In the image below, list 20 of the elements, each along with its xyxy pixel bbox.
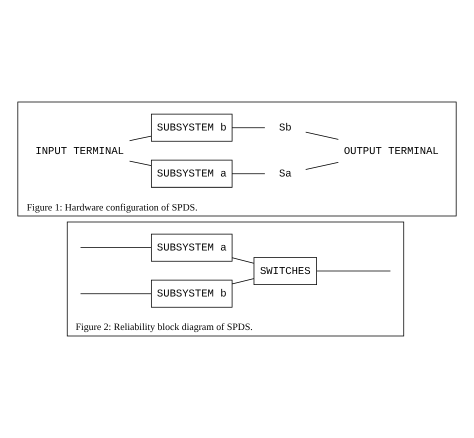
node-box: SUBSYSTEM b xyxy=(150,280,232,308)
node-text: Sa xyxy=(278,168,292,181)
node-box: SUBSYSTEM a xyxy=(150,160,232,188)
connector xyxy=(232,127,266,128)
connector xyxy=(129,136,152,142)
connector xyxy=(80,247,152,248)
connector xyxy=(129,160,152,166)
connector xyxy=(232,173,266,174)
node-box: SWITCHES xyxy=(254,257,317,286)
connector xyxy=(305,132,339,140)
node-text: INPUT TERMINAL xyxy=(35,146,124,158)
connector xyxy=(232,257,254,264)
node-text: Sb xyxy=(278,122,292,134)
connector xyxy=(232,278,254,284)
node-text: OUTPUT TERMINAL xyxy=(344,146,439,158)
connector xyxy=(316,270,391,272)
node-box: SUBSYSTEM a xyxy=(150,234,232,262)
node-box: SUBSYSTEM b xyxy=(150,114,232,142)
connector xyxy=(305,162,339,170)
connector xyxy=(80,293,152,294)
